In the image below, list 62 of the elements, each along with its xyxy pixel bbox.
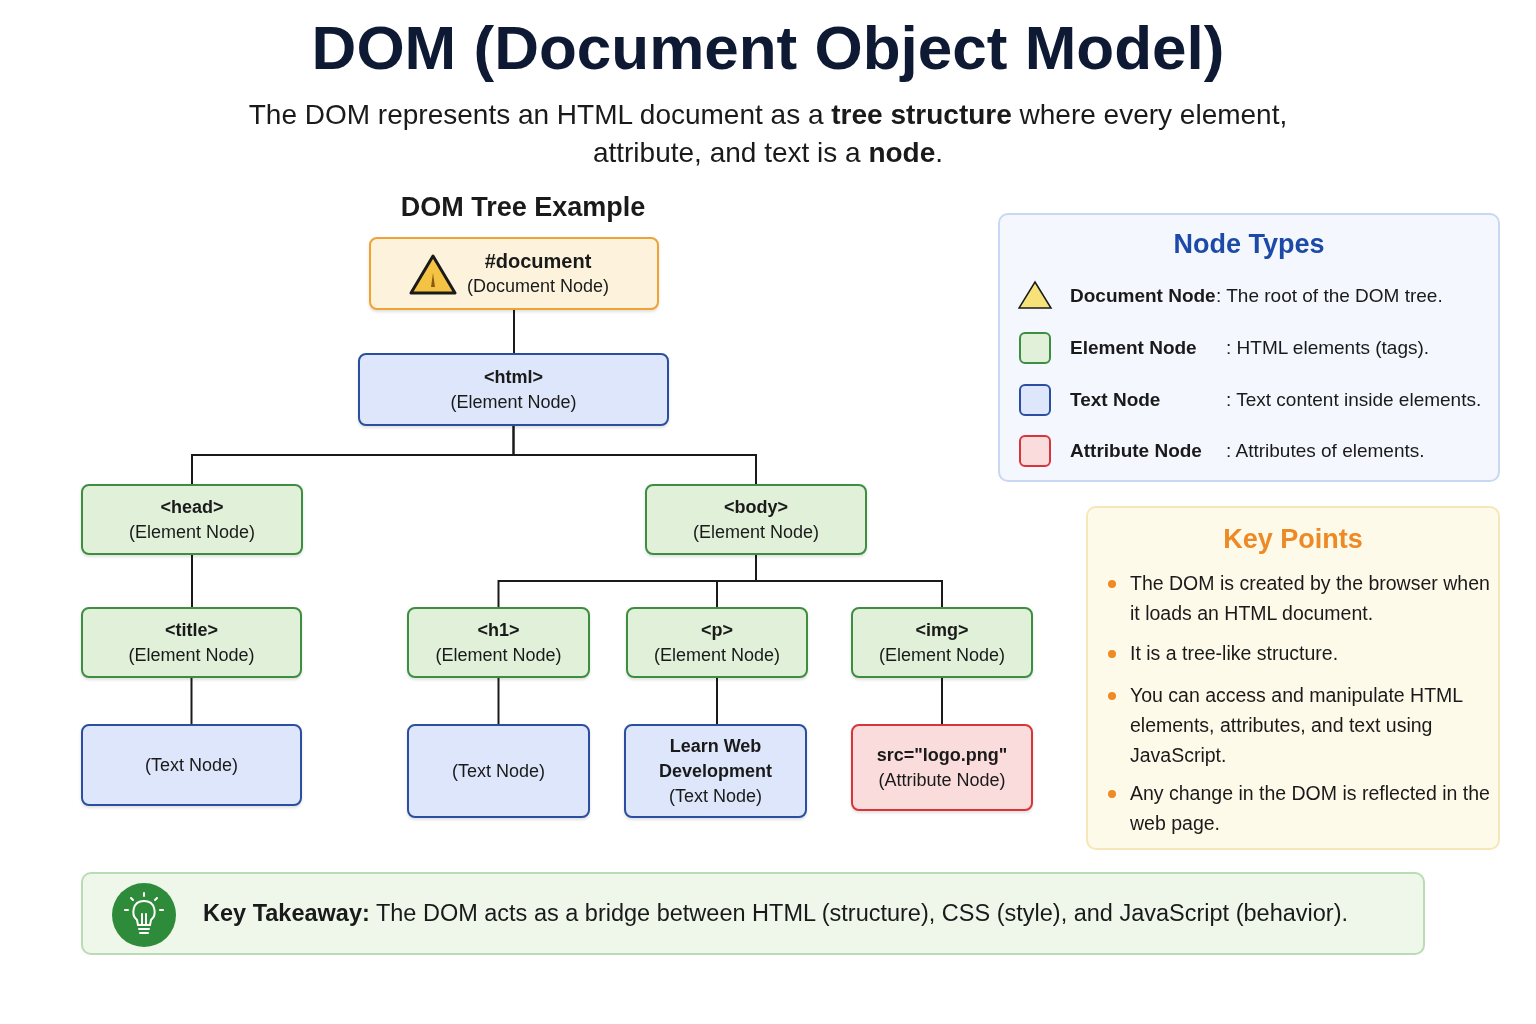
bullet-text: You can access and manipulate HTML elements, attributes, and text using JavaScript.	[1130, 683, 1464, 768]
legend-description: : The root of the DOM tree.	[1216, 285, 1443, 307]
node-type: (Text Node)	[143, 753, 239, 777]
node-type: (Element Node)	[449, 390, 578, 414]
legend-description: : Attributes of elements.	[1226, 440, 1425, 462]
key-takeaway-panel	[81, 872, 1425, 955]
text-node-box	[407, 724, 590, 818]
node-name: <html>	[483, 365, 544, 389]
connector-line	[191, 554, 193, 608]
legend-description: : Text content inside elements.	[1226, 389, 1482, 411]
legend-description: : HTML elements (tags).	[1226, 337, 1430, 359]
bullet-text: Any change in the DOM is reflected in the web page.	[1130, 781, 1490, 836]
node-name: #document	[484, 248, 592, 274]
node-type: (Element Node)	[652, 643, 782, 667]
node-type: (Text Node)	[667, 784, 763, 808]
node-type: (Attribute Node)	[877, 768, 1007, 792]
element-node-box	[626, 607, 808, 678]
bullet-text: The DOM is created by the browser when it loads an HTML document.	[1130, 571, 1490, 626]
node-name: <title>	[164, 618, 219, 642]
node-type: (Element Node)	[127, 520, 257, 544]
legend-text: Text Node	[1070, 389, 1161, 411]
element-node-box	[81, 607, 302, 678]
connector-line	[941, 677, 943, 725]
connector-line	[513, 309, 515, 354]
element-node-box	[645, 484, 867, 555]
connector-line	[190, 677, 193, 725]
node-name: src="logo.png"	[875, 743, 1009, 767]
connector-line	[512, 425, 757, 485]
document-node-box	[369, 237, 659, 310]
node-name: <img>	[914, 618, 970, 642]
text-node-box	[358, 353, 669, 426]
node-type: (Document Node)	[467, 274, 610, 298]
element-node-box	[407, 607, 590, 678]
panel-heading: Key Points	[1222, 524, 1364, 555]
element-node-box	[81, 484, 303, 555]
attribute-node-box	[851, 724, 1033, 811]
node-name: <h1>	[476, 618, 521, 642]
text-node-box	[81, 724, 302, 806]
title: DOM (Document Object Model)	[310, 12, 1226, 83]
node-type: (Element Node)	[434, 643, 563, 667]
connector-line	[716, 677, 718, 725]
key-points-panel	[1086, 506, 1500, 850]
node-type: (Element Node)	[127, 643, 256, 667]
node-name: <head>	[159, 495, 225, 519]
node-types-panel	[998, 213, 1500, 482]
node-type: (Element Node)	[691, 520, 821, 544]
section-heading: DOM Tree Example	[399, 192, 647, 223]
legend-text: Document Node	[1070, 285, 1216, 307]
connector-line	[497, 677, 500, 725]
node-name: <body>	[723, 495, 789, 519]
node-name: Learn Web Development	[658, 734, 773, 783]
text-node-box	[624, 724, 807, 818]
panel-heading: Node Types	[1172, 229, 1326, 260]
element-node-box	[851, 607, 1033, 678]
node-type: (Element Node)	[877, 643, 1007, 667]
legend-text: Attribute Node	[1070, 440, 1202, 462]
caption: The DOM represents an HTML document as a tree structure where every element, attribute, and text is a node.	[247, 98, 1289, 170]
legend-text: Element Node	[1070, 337, 1197, 359]
node-name: <p>	[700, 618, 734, 642]
bullet-text: It is a tree-like structure.	[1130, 641, 1340, 666]
node-type: (Text Node)	[450, 759, 546, 783]
takeaway-text: Key Takeaway: The DOM acts as a bridge between HTML (structure), CSS (style), and JavaScript (behavior).	[203, 900, 1348, 927]
